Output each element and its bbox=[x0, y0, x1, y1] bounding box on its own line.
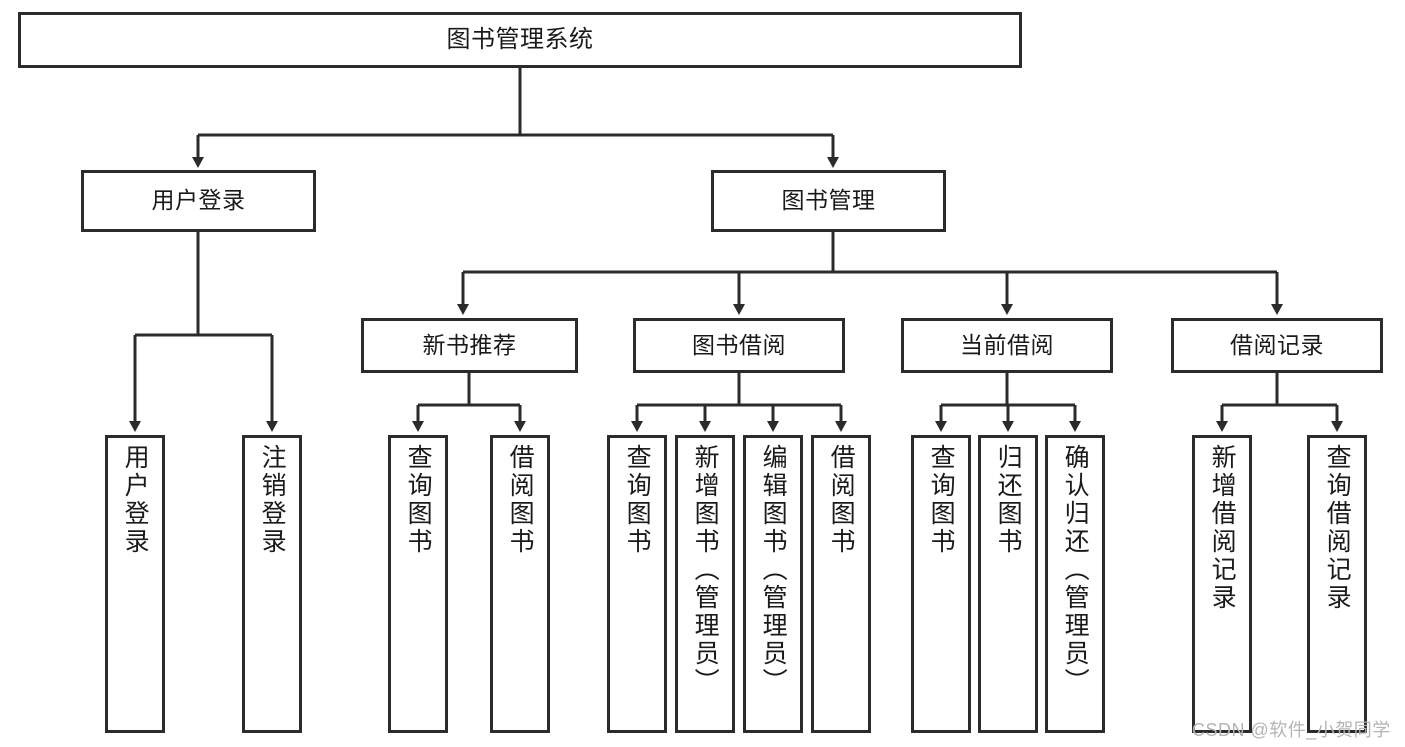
node-label: 注销登录 bbox=[258, 444, 287, 556]
leaf-query-book-recommend[interactable]: 查询图书 bbox=[388, 435, 448, 733]
node-label: 借阅图书 bbox=[827, 444, 856, 556]
node-current-borrow[interactable]: 当前借阅 bbox=[901, 318, 1113, 373]
node-label: 图书管理 bbox=[781, 187, 876, 214]
node-label: 编辑图书（管理员） bbox=[759, 444, 788, 696]
leaf-user-login[interactable]: 用户登录 bbox=[105, 435, 165, 733]
node-label: 归还图书 bbox=[994, 444, 1023, 556]
node-label: 确认归还（管理员） bbox=[1061, 444, 1090, 696]
node-label: 借阅图书 bbox=[506, 444, 535, 556]
node-label: 图书借阅 bbox=[692, 331, 786, 358]
watermark-csdn: CSDN @软件_小贺同学 bbox=[1192, 720, 1391, 740]
leaf-query-book-current[interactable]: 查询图书 bbox=[911, 435, 971, 733]
leaf-query-book-borrow[interactable]: 查询图书 bbox=[607, 435, 667, 733]
node-label: 查询图书 bbox=[404, 444, 433, 556]
node-user-login[interactable]: 用户登录 bbox=[81, 170, 316, 232]
node-book-management[interactable]: 图书管理 bbox=[711, 170, 946, 232]
node-label: 新增借阅记录 bbox=[1208, 444, 1237, 612]
leaf-add-borrow-record[interactable]: 新增借阅记录 bbox=[1192, 435, 1252, 733]
node-label: 图书管理系统 bbox=[446, 25, 594, 53]
node-label: 查询图书 bbox=[623, 444, 652, 556]
node-root-system[interactable]: 图书管理系统 bbox=[18, 12, 1022, 68]
node-label: 借阅记录 bbox=[1230, 331, 1324, 358]
leaf-logout[interactable]: 注销登录 bbox=[242, 435, 302, 733]
leaf-add-book-admin[interactable]: 新增图书（管理员） bbox=[675, 435, 735, 733]
leaf-borrow-book[interactable]: 借阅图书 bbox=[811, 435, 871, 733]
node-label: 新书推荐 bbox=[422, 331, 517, 358]
leaf-query-borrow-record[interactable]: 查询借阅记录 bbox=[1307, 435, 1367, 733]
node-label: 用户登录 bbox=[121, 444, 150, 556]
node-book-borrow[interactable]: 图书借阅 bbox=[633, 318, 845, 373]
leaf-edit-book-admin[interactable]: 编辑图书（管理员） bbox=[743, 435, 803, 733]
node-label: 新增图书（管理员） bbox=[691, 444, 720, 696]
leaf-return-book[interactable]: 归还图书 bbox=[978, 435, 1038, 733]
leaf-confirm-return-admin[interactable]: 确认归还（管理员） bbox=[1045, 435, 1105, 733]
node-new-book-recommend[interactable]: 新书推荐 bbox=[361, 318, 578, 373]
node-label: 用户登录 bbox=[151, 187, 246, 214]
node-label: 查询图书 bbox=[927, 444, 956, 556]
node-borrow-record[interactable]: 借阅记录 bbox=[1171, 318, 1383, 373]
node-label: 当前借阅 bbox=[960, 331, 1054, 358]
node-label: 查询借阅记录 bbox=[1323, 444, 1352, 612]
leaf-borrow-book-recommend[interactable]: 借阅图书 bbox=[490, 435, 550, 733]
